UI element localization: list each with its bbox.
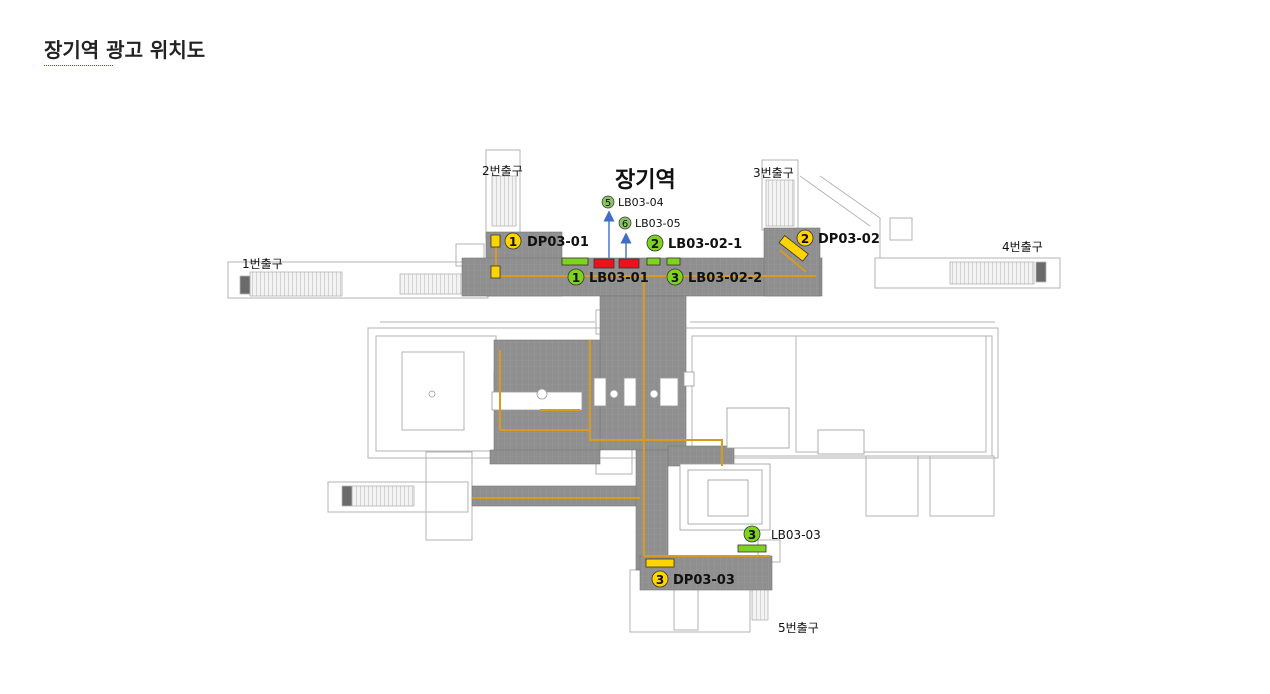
- ad-marker-lb03-05[interactable]: 6 LB03-05: [618, 216, 681, 230]
- svg-text:1: 1: [572, 271, 580, 285]
- svg-text:3: 3: [671, 271, 679, 285]
- ad-marker-dp03-01[interactable]: 1 DP03-01: [504, 232, 589, 250]
- svg-text:3: 3: [656, 573, 664, 587]
- svg-text:2: 2: [651, 237, 659, 251]
- ad-code-label: DP03-01: [527, 235, 589, 250]
- inner-structures: [428, 371, 865, 531]
- ad-code-label: DP03-03: [673, 573, 735, 588]
- ad-marker-dp03-02[interactable]: 2 DP03-02: [796, 229, 880, 247]
- ad-code-label: LB03-04: [618, 196, 664, 209]
- exit-label-2: 2번출구: [482, 164, 523, 178]
- ad-marker-dp03-03[interactable]: 3 DP03-03: [651, 570, 735, 588]
- ad-code-label: LB03-02-2: [688, 271, 762, 286]
- ad-code-label: LB03-02-1: [668, 237, 742, 252]
- exit-label-5: 5번출구: [778, 621, 819, 635]
- ad-marker-lb03-02-1[interactable]: 2 LB03-02-1: [646, 234, 742, 252]
- ad-marker-lb03-01[interactable]: 1 LB03-01: [567, 268, 649, 286]
- exit-label-4: 4번출구: [1002, 240, 1043, 254]
- exit-label-3: 3번출구: [753, 166, 794, 180]
- lb-red-panels: [593, 210, 640, 269]
- lb-green-panels: [561, 257, 767, 553]
- svg-text:1: 1: [509, 235, 517, 249]
- ad-code-label: LB03-01: [589, 271, 649, 286]
- svg-text:2: 2: [801, 232, 809, 246]
- ad-marker-lb03-04[interactable]: 5 LB03-04: [601, 195, 664, 209]
- svg-text:3: 3: [748, 528, 756, 542]
- svg-text:5: 5: [605, 198, 611, 209]
- ad-code-label: LB03-03: [771, 528, 821, 542]
- svg-text:6: 6: [622, 219, 628, 230]
- station-name: 장기역: [615, 168, 676, 193]
- ad-code-label: DP03-02: [818, 232, 880, 247]
- ad-code-label: LB03-05: [635, 217, 681, 230]
- ad-marker-lb03-02-2[interactable]: 3 LB03-02-2: [666, 268, 762, 286]
- ad-marker-lb03-03[interactable]: 3 LB03-03: [743, 525, 821, 543]
- concourse-floor: [461, 227, 823, 591]
- dp-yellow-panels: [490, 234, 809, 568]
- page-title: 장기역 광고 위치도: [44, 34, 205, 66]
- exit-label-1: 1번출구: [242, 257, 283, 271]
